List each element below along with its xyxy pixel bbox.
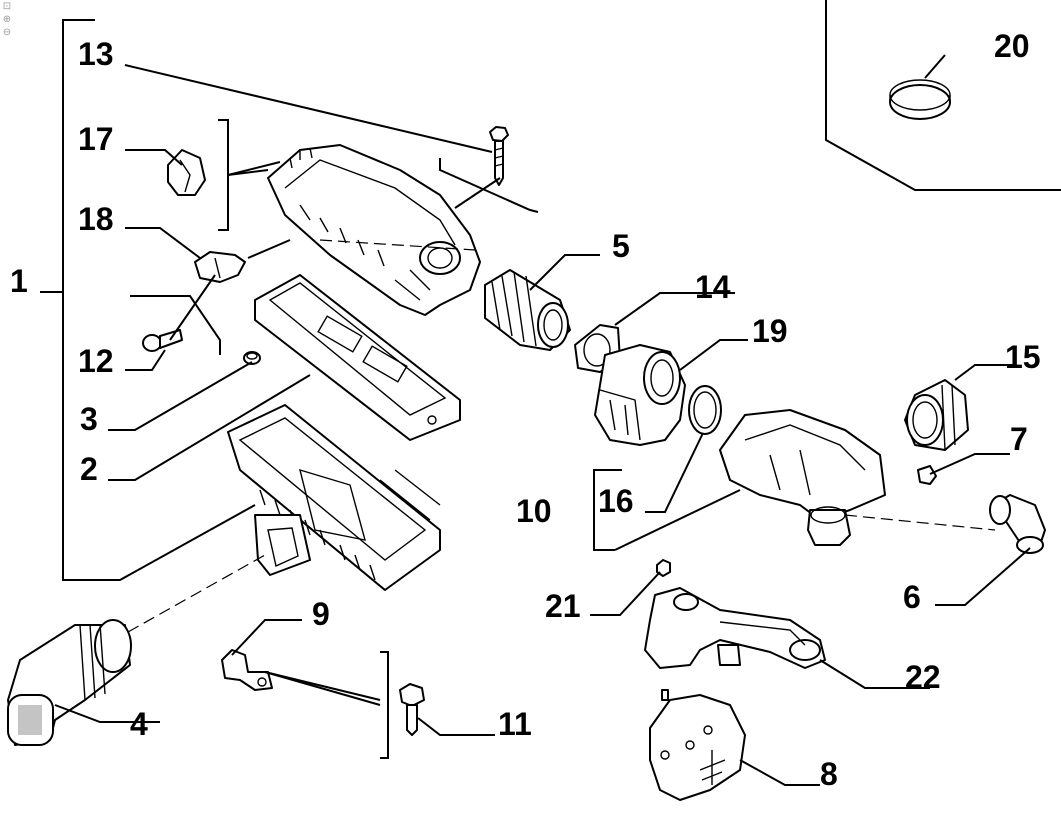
intake-duct-10[interactable]: [719, 409, 886, 546]
callout-5[interactable]: 5: [612, 228, 630, 264]
sensor-sleeve-15[interactable]: [904, 379, 969, 451]
callout-1[interactable]: 1: [10, 263, 28, 299]
callout-2[interactable]: 2: [80, 451, 98, 487]
intake-elbow-4[interactable]: [7, 619, 132, 746]
assembly-lines: [127, 239, 996, 633]
callout-18[interactable]: 18: [78, 201, 114, 237]
group-bracket-13: [439, 158, 539, 213]
o-ring-16[interactable]: [688, 385, 722, 435]
callout-21[interactable]: 21: [545, 588, 581, 624]
clip-7[interactable]: [917, 465, 937, 485]
screw-12[interactable]: [142, 329, 183, 352]
bolt-13[interactable]: [489, 126, 509, 186]
callout-17[interactable]: 17: [78, 121, 114, 157]
air-filter-2[interactable]: [254, 274, 461, 441]
callout-4[interactable]: 4: [130, 706, 148, 742]
group-bracket-9-11: [380, 651, 389, 759]
elbow-hose-6[interactable]: [989, 494, 1046, 554]
viewer-toolbar: ⊡ ⊕ ⊖: [0, 0, 16, 39]
leader-lines: [54, 54, 1031, 786]
callout-22[interactable]: 22: [905, 659, 941, 695]
airbox-cover[interactable]: [267, 144, 481, 316]
callout-13[interactable]: 13: [78, 36, 114, 72]
callout-14[interactable]: 14: [695, 269, 731, 305]
group-bracket-18-12: [130, 295, 221, 355]
callout-20[interactable]: 20: [994, 28, 1030, 64]
hose-clamp-20[interactable]: [889, 79, 951, 120]
callout-9[interactable]: 9: [312, 596, 330, 632]
callout-labels: 1 2 3 4 5 6 7 8 9 10 11 12 13 14 15 16 1…: [10, 28, 1041, 792]
throttle-body-19[interactable]: [594, 344, 686, 446]
bracket-9[interactable]: [221, 649, 273, 691]
fit-page-icon[interactable]: ⊡: [2, 1, 12, 12]
callout-16[interactable]: 16: [598, 483, 634, 519]
callout-10[interactable]: 10: [516, 493, 552, 529]
zoom-in-icon[interactable]: ⊕: [2, 14, 12, 25]
grommet-3[interactable]: [243, 351, 261, 365]
bellows-hose-5[interactable]: [484, 269, 571, 351]
group-bracket-10-16: [593, 469, 622, 551]
callout-15[interactable]: 15: [1005, 339, 1041, 375]
callout-11[interactable]: 11: [498, 706, 532, 742]
bolt-11[interactable]: [399, 683, 425, 736]
sensor-18[interactable]: [194, 251, 246, 283]
callout-3[interactable]: 3: [80, 401, 98, 437]
group-bracket-20: [825, 0, 1061, 191]
support-bracket-22[interactable]: [644, 587, 826, 669]
callout-19[interactable]: 19: [752, 313, 788, 349]
callout-7[interactable]: 7: [1010, 421, 1028, 457]
callout-6[interactable]: 6: [903, 579, 921, 615]
callout-8[interactable]: 8: [820, 756, 838, 792]
nut-21[interactable]: [656, 559, 671, 577]
group-bracket-1: [40, 19, 120, 581]
airbox-lower-housing[interactable]: [227, 404, 441, 591]
zoom-out-icon[interactable]: ⊖: [2, 27, 12, 38]
mount-bracket-8[interactable]: [649, 689, 746, 801]
callout-12[interactable]: 12: [78, 343, 114, 379]
